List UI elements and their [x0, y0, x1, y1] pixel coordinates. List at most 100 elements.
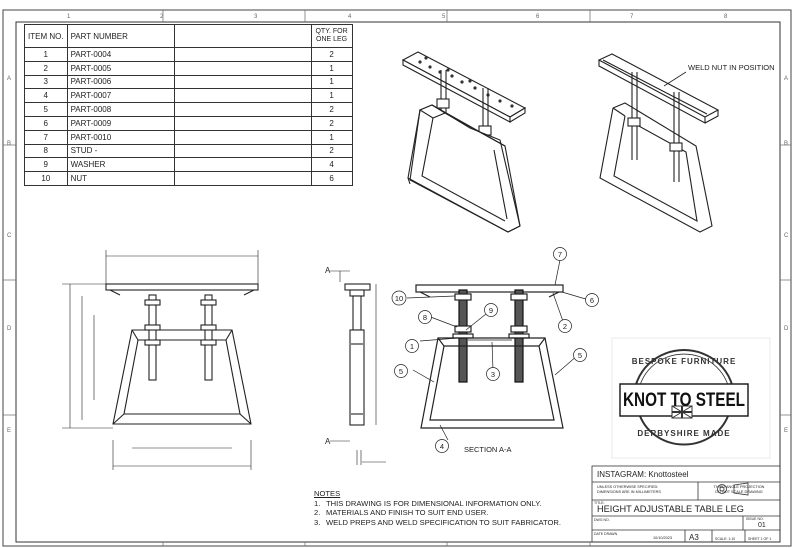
bom-desc: [173, 129, 312, 145]
bom-qty: 1: [310, 88, 353, 104]
bom-desc: [173, 171, 312, 186]
row-d-left: D: [7, 326, 12, 332]
dwg-no-label: DWG NO.: [594, 518, 610, 522]
section-marker-top: A: [325, 266, 331, 275]
balloon-3-label: 3: [491, 370, 495, 379]
bom-desc: [173, 88, 312, 104]
notes-title: NOTES: [314, 489, 341, 498]
bom-item: 10: [24, 171, 68, 186]
bom-header-blank: [173, 24, 312, 48]
bom-part: NUT: [66, 171, 175, 186]
weld-nut-callout: WELD NUT IN POSITION: [688, 63, 775, 72]
row-a-left: A: [7, 76, 11, 82]
drawing-notes: NOTES 1.THIS DRAWING IS FOR DIMENSIONAL …: [314, 489, 561, 527]
col-5-top: 5: [442, 14, 446, 20]
note-number: 3.: [314, 517, 321, 527]
instagram-handle: INSTAGRAM: Knottosteel: [597, 470, 689, 479]
logo-bottom-text: DERBYSHIRE MADE: [637, 429, 730, 438]
balloon-10-label: 10: [395, 294, 403, 303]
bom-header-item: ITEM NO.: [24, 24, 68, 48]
bom-header-part: PART NUMBER: [66, 24, 175, 48]
row-d-right: D: [784, 326, 789, 332]
balloon-3: [486, 367, 500, 381]
bom-item: 6: [24, 115, 68, 131]
col-8-top: 8: [724, 14, 728, 20]
bom-qty: 2: [310, 115, 353, 131]
bom-item: 4: [24, 88, 68, 104]
bom-qty: 4: [310, 157, 353, 173]
balloon-4: [435, 439, 449, 453]
bom-desc: [173, 115, 312, 131]
date-drawn: 10/10/2023: [653, 536, 673, 540]
isometric-view-exploded: [401, 51, 527, 233]
balloon-5-right-label: 5: [578, 351, 582, 360]
note-text: MATERIALS AND FINISH TO SUIT END USER.: [326, 508, 489, 517]
balloon-9: [484, 303, 498, 317]
row-c-right: C: [784, 233, 789, 239]
section-a-a-label: SECTION A-A: [464, 445, 512, 454]
balloon-1-label: 1: [410, 342, 414, 351]
balloon-8: [418, 310, 432, 324]
row-e-left: E: [7, 428, 11, 434]
balloon-9-label: 9: [489, 306, 493, 315]
bom-part: PART-0004: [66, 47, 175, 62]
bom-qty: 1: [310, 74, 353, 90]
bom-item: 7: [24, 129, 68, 145]
note-text: THIS DRAWING IS FOR DIMENSIONAL INFORMAT…: [326, 498, 542, 508]
balloon-6-label: 6: [590, 296, 594, 305]
balloon-1: [405, 339, 419, 353]
projection-symbol-icon: [717, 482, 749, 496]
issue-no-label: ISSUE NO.: [746, 517, 764, 521]
balloon-callouts: [391, 247, 599, 453]
issue-number: 01: [758, 522, 766, 529]
col-3-top: 3: [254, 14, 258, 20]
row-e-right: E: [784, 428, 788, 434]
projection-note: THIRD ANGLE PROJECTION DO NOT SCALE DRAW…: [699, 485, 779, 495]
union-flag-icon: [671, 405, 693, 419]
note-item: 1.THIS DRAWING IS FOR DIMENSIONAL INFORM…: [314, 499, 561, 509]
note-item: 3.WELD PREPS AND WELD SPECIFICATION TO S…: [314, 518, 561, 528]
bom-desc: [173, 60, 312, 76]
bom-desc: [173, 102, 312, 117]
col-4-top: 4: [348, 14, 352, 20]
balloon-2: [558, 319, 572, 333]
balloon-2-label: 2: [563, 322, 567, 331]
drawing-scale: SCALE: 1:10: [715, 537, 736, 541]
row-b-right: B: [784, 141, 788, 147]
bom-desc: [173, 47, 312, 62]
bom-part: PART-0005: [66, 60, 175, 76]
balloon-4-label: 4: [440, 442, 444, 451]
bom-qty: 2: [310, 102, 353, 117]
logo-main-text: KNOT TO STEEL: [623, 390, 745, 411]
drawing-title: HEIGHT ADJUSTABLE TABLE LEG: [597, 504, 744, 514]
balloon-5-right: [573, 348, 587, 362]
bom-desc: [173, 143, 312, 159]
bom-header-row: ITEM NO. PART NUMBER QTY. FOR ONE LEG: [24, 24, 353, 48]
isometric-view-assembled: [597, 53, 720, 233]
weld-nut-line: WELD NUT IN POSITION: [688, 63, 775, 72]
note-number: 2.: [314, 508, 321, 517]
bom-part: PART-0008: [66, 102, 175, 117]
bom-item: 5: [24, 102, 68, 117]
date-drawn-label: DATE DRAWN: [594, 532, 618, 536]
section-marker-bottom: A: [325, 437, 331, 446]
logo-top-text: BESPOKE FURNITURE: [632, 357, 737, 366]
units-note-line-1: UNLESS OTHERWISE SPECIFIED:: [597, 485, 659, 489]
balloon-5-left-label: 5: [399, 367, 403, 376]
border-ticks: [3, 10, 791, 546]
bom-part: PART-0009: [66, 115, 175, 131]
projection-note-line-2: DO NOT SCALE DRAWING: [715, 490, 763, 494]
front-elevation: [62, 250, 259, 470]
note-item: 2. MATERIALS AND FINISH TO SUIT END USER.: [314, 508, 561, 518]
col-1-top: 1: [67, 14, 71, 20]
